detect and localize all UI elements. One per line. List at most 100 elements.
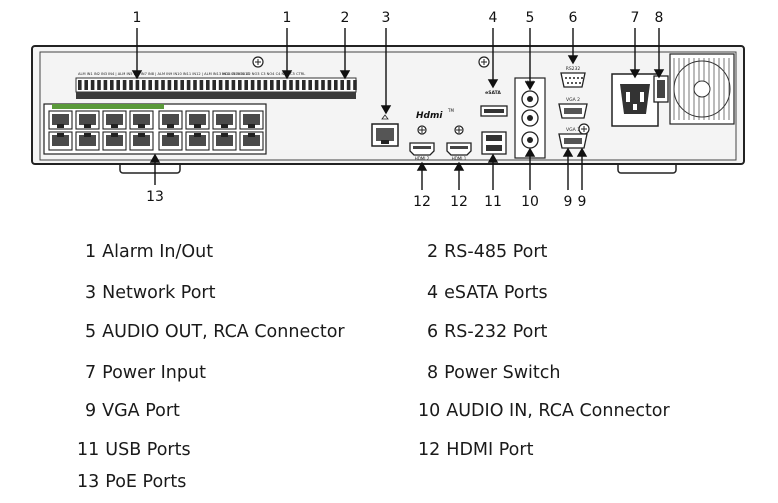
- terminal-pin: [257, 80, 261, 90]
- terminal-pin: [206, 80, 210, 90]
- terminal-pin: [180, 80, 184, 90]
- poe-port: [212, 110, 237, 130]
- callout-2: 2: [341, 10, 350, 26]
- terminal-pin: [270, 80, 274, 90]
- callout-5: 5: [526, 10, 535, 26]
- callout-4: 4: [489, 10, 498, 26]
- poe-port: [102, 110, 127, 130]
- network-port: [371, 114, 399, 147]
- terminal-pin: [174, 80, 178, 90]
- relay-label-text: NO1 C1 NO2 C2 NO3 C3 NO4 C4 NC5 C5 CTRL: [222, 72, 305, 76]
- callout-9b: 9: [578, 194, 587, 210]
- terminal-pin: [282, 80, 287, 90]
- poe-port: [102, 131, 127, 151]
- callout-10: 10: [521, 194, 539, 210]
- terminal-pin: [110, 80, 114, 90]
- hdmi1-label: HDMI 1: [452, 156, 467, 161]
- terminal-pin: [250, 80, 255, 90]
- terminal-pin: [167, 80, 172, 90]
- terminal-pin: [154, 80, 159, 90]
- poe-port: [158, 110, 183, 130]
- poe-port: [158, 131, 183, 151]
- poe-port: [48, 110, 73, 130]
- hdmi2-label: HDMI 2: [415, 156, 430, 161]
- terminal-pin: [199, 80, 204, 90]
- callout-7: 7: [631, 10, 640, 26]
- terminal-pin: [193, 80, 197, 90]
- vga1-label: VGA 1: [566, 127, 580, 133]
- terminal-pin: [302, 80, 306, 90]
- terminal-pin: [116, 80, 120, 90]
- callout-numbers-bottom: 13 12 12 11 10 9 9: [146, 189, 586, 210]
- vga-port-2: [558, 103, 588, 119]
- terminal-pin: [244, 80, 248, 90]
- callout-12a: 12: [413, 194, 431, 210]
- terminal-pin: [218, 80, 223, 90]
- poe-port: [185, 110, 210, 130]
- poe-port: [129, 131, 154, 151]
- poe-port: [129, 110, 154, 130]
- callout-11: 11: [484, 194, 502, 210]
- hdmi-port-2: [409, 125, 435, 156]
- esata-label: eSATA: [485, 90, 501, 96]
- terminal-pin: [135, 80, 140, 90]
- callout-lines: [131, 28, 665, 190]
- poe-port: [239, 131, 264, 151]
- terminal-pin: [340, 80, 344, 90]
- terminal-pin: [308, 80, 312, 90]
- alarm-label-text: ALM IN1 IN2 IN3 IN4 | ALM IN5 IN6 IN7 IN…: [78, 72, 250, 76]
- rs232-label: RS232: [566, 66, 581, 72]
- terminal-pin: [295, 80, 300, 90]
- poe-port: [75, 131, 100, 151]
- terminal-pin: [334, 80, 338, 90]
- rs232-port: [560, 72, 586, 88]
- callout-13: 13: [146, 189, 164, 205]
- terminal-pin: [238, 80, 242, 90]
- terminal-pin: [353, 80, 357, 90]
- terminal-pin: [231, 80, 236, 90]
- terminal-pin: [142, 80, 146, 90]
- terminal-pin: [327, 80, 332, 90]
- terminal-pin: [129, 80, 133, 90]
- fan-grille: [669, 53, 735, 125]
- rear-panel-diagram: ALM IN1 IN2 IN3 IN4 | ALM IN5 IN6 IN7 IN…: [31, 10, 745, 210]
- terminal-pin: [103, 80, 108, 90]
- vga-port-1: [558, 133, 588, 149]
- callout-1b: 1: [283, 10, 292, 26]
- vga2-label: VGA 2: [566, 97, 580, 103]
- hdmi-tm: TM: [447, 108, 454, 113]
- esata-port: [480, 105, 508, 117]
- chassis-inner: [39, 51, 737, 161]
- alarm-terminal-blocks: [75, 77, 357, 99]
- usb-ports: [481, 131, 507, 155]
- terminal-pin: [97, 80, 101, 90]
- terminal-pin: [122, 80, 127, 90]
- terminal-pin: [263, 80, 268, 90]
- poe-port: [212, 131, 237, 151]
- terminal-pin: [321, 80, 325, 90]
- power-switch: [653, 75, 669, 103]
- terminal-pin: [186, 80, 191, 90]
- power-input: [611, 73, 659, 127]
- terminal-pin: [289, 80, 293, 90]
- callout-1a: 1: [133, 10, 142, 26]
- terminal-pin: [225, 80, 229, 90]
- terminal-pin: [212, 80, 216, 90]
- terminal-pin: [90, 80, 95, 90]
- poe-port: [239, 110, 264, 130]
- hdmi-logo: Hdmi: [416, 111, 443, 121]
- callout-6: 6: [569, 10, 578, 26]
- poe-port: [185, 131, 210, 151]
- terminal-pin: [78, 80, 82, 90]
